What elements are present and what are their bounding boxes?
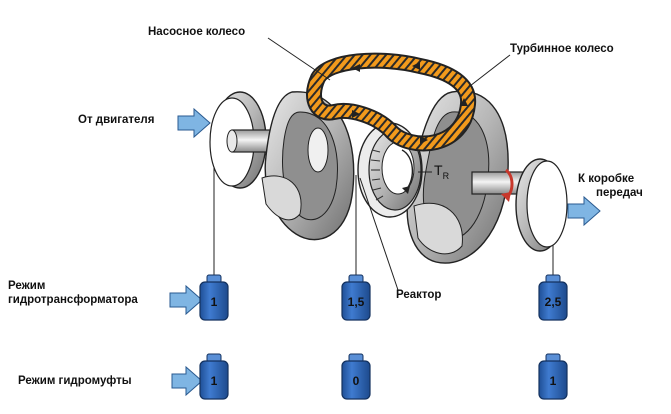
output-plate	[515, 158, 568, 252]
turbine-wheel	[406, 90, 509, 264]
weight-coupling-2: 0	[341, 353, 371, 400]
mode-arrow-icon	[169, 284, 203, 316]
rotation-arrow-icon	[501, 192, 511, 202]
label-coupling-mode: Режим гидромуфты	[18, 375, 132, 387]
pump-wheel	[261, 91, 355, 241]
label-pump-wheel: Насосное колесо	[148, 26, 246, 38]
torque-symbol: T	[434, 162, 443, 178]
label-converter-mode-line1: Режим	[8, 280, 46, 292]
oil-flow-loop	[306, 52, 477, 152]
label-from-engine: От двигателя	[78, 114, 155, 126]
weight-converter-2: 1,5	[341, 274, 371, 321]
mode-arrow-icon	[171, 365, 203, 397]
label-torque: TR	[434, 162, 450, 183]
weight-converter-2-label: 1,5	[348, 295, 365, 309]
weight-coupling-1: 1	[199, 353, 229, 400]
label-to-gearbox-line2: передач	[596, 187, 643, 199]
weight-coupling-3-label: 1	[550, 374, 557, 388]
torque-subscript: R	[442, 170, 450, 181]
label-converter-mode-line2: гидротрансформатора	[8, 294, 138, 306]
weight-converter-1-label: 1	[211, 295, 218, 309]
weight-coupling-1-label: 1	[211, 374, 218, 388]
output-arrow-icon	[567, 195, 601, 227]
weight-converter-1: 1	[199, 274, 229, 321]
input-arrow-icon	[177, 107, 211, 139]
weight-converter-3-label: 2,5	[545, 295, 562, 309]
label-turbine-wheel: Турбинное колесо	[510, 43, 614, 55]
weight-coupling-2-label: 0	[353, 374, 360, 388]
label-to-gearbox-line1: К коробке	[578, 173, 635, 185]
weight-coupling-3: 1	[538, 353, 568, 400]
leader-lines	[267, 37, 511, 291]
label-reactor: Реактор	[396, 289, 442, 301]
weight-converter-3: 2,5	[538, 274, 568, 321]
